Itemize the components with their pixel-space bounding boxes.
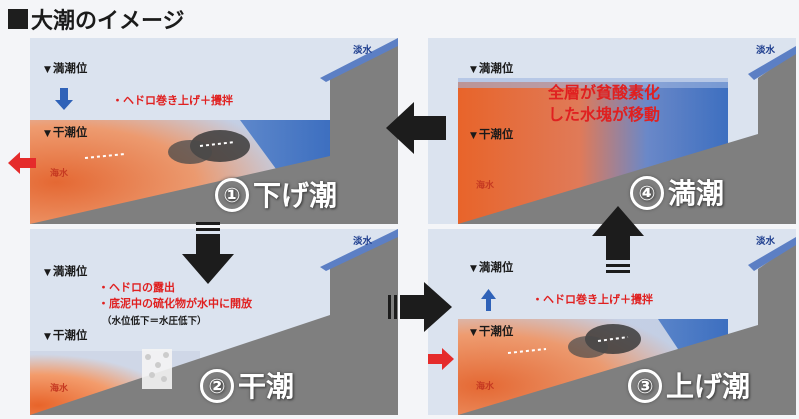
- freshwater-label: 淡水: [756, 45, 776, 56]
- arrow-high-to-ebb: [386, 102, 446, 154]
- pressure-drop-note: （水位低下＝水圧低下）: [102, 316, 207, 327]
- low-tide-label: ▼干潮位: [44, 125, 88, 139]
- high-tide-label: ▼満潮位: [44, 264, 88, 278]
- title-text: 大潮のイメージ: [31, 9, 185, 34]
- sulfide-release-note: ・底泥中の硫化物が水中に開放: [98, 297, 252, 310]
- panel-ebb-tide-scene: [30, 38, 398, 224]
- arrow-low-to-flood: [388, 282, 452, 332]
- seawater-label: 海水: [50, 384, 69, 394]
- high-tide-label: ▼満潮位: [44, 61, 88, 75]
- freshwater-label: 淡水: [756, 236, 776, 247]
- sludge-note: ・ヘドロ巻き上げ＋攪拌: [532, 293, 653, 306]
- low-tide-label: ▼干潮位: [44, 328, 88, 342]
- title-square-icon: [8, 9, 28, 29]
- seawater-label: 海水: [476, 181, 495, 191]
- arrow-flood-to-high: [592, 206, 644, 273]
- high-tide-label: ▼満潮位: [470, 61, 514, 75]
- sludge-note: ・ヘドロ巻き上げ＋攪拌: [112, 94, 233, 107]
- seawater-label: 海水: [50, 169, 69, 179]
- freshwater-label: 淡水: [353, 236, 373, 247]
- arrow-ebb-to-low: [182, 222, 234, 284]
- inflow-red-arrow: [428, 348, 454, 370]
- sludge-exposure-note: ・ヘドロの露出: [98, 281, 175, 294]
- low-tide-label: ▼干潮位: [470, 127, 514, 141]
- panel-high-tide-scene: [428, 38, 796, 224]
- seawater-label: 海水: [476, 382, 495, 392]
- diagram-title: 大潮のイメージ: [8, 4, 185, 34]
- freshwater-label: 淡水: [353, 45, 373, 56]
- anoxic-mass-note: 全層が貧酸素化した水塊が移動: [548, 83, 661, 124]
- high-tide-label: ▼満潮位: [470, 260, 514, 274]
- low-tide-label: ▼干潮位: [470, 324, 514, 338]
- outflow-red-arrow: [8, 152, 36, 174]
